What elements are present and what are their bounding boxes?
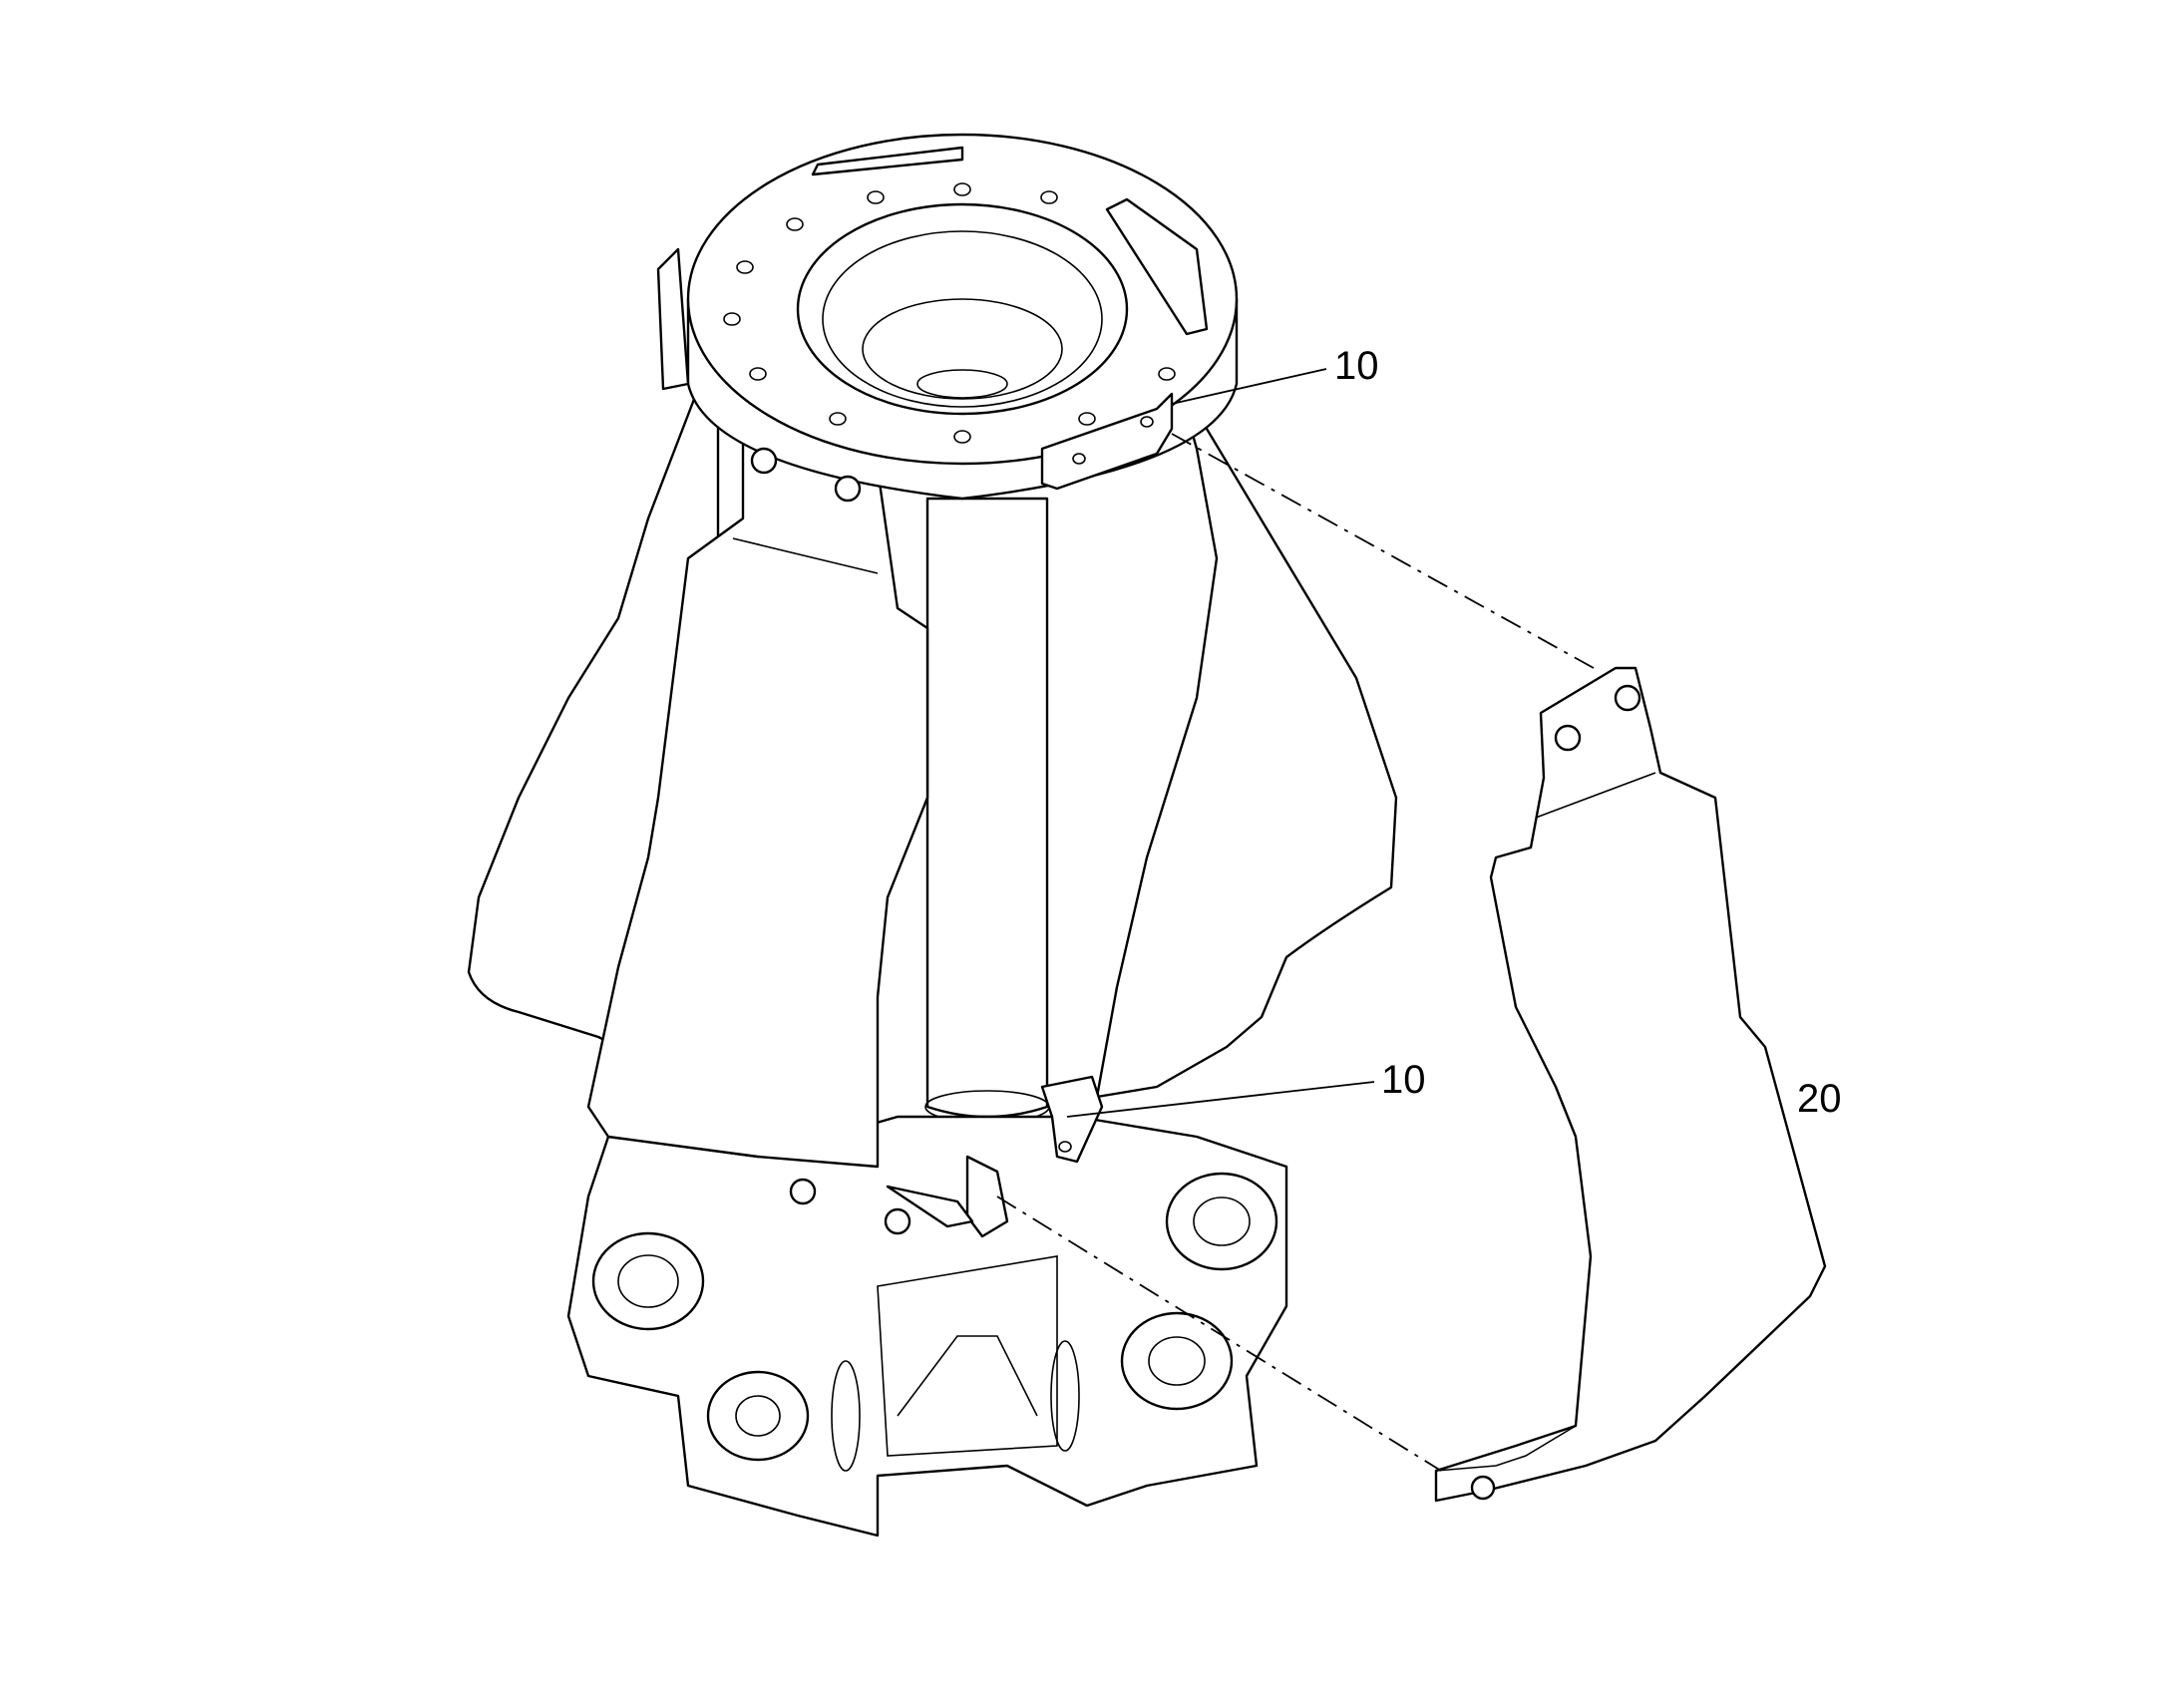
upper-bracket-body xyxy=(1040,392,1174,491)
lower-bracket-body xyxy=(1040,1075,1104,1164)
callout-10-upper: 10 xyxy=(1334,344,1379,388)
hub-lugs xyxy=(591,1172,1278,1472)
mast-tube xyxy=(925,497,1049,1119)
upper-bracket xyxy=(1040,392,1174,491)
callout-leaders xyxy=(1066,368,1375,1118)
installation-lines xyxy=(996,433,1595,1472)
installation-line-upper xyxy=(1171,433,1595,669)
hub-center-recess xyxy=(877,1255,1058,1457)
lower-bracket-clip xyxy=(965,1155,1009,1238)
panel-bolt-top-left xyxy=(1554,724,1582,752)
upper-bracket-hole-2 xyxy=(1140,416,1154,428)
front-fairing-crease xyxy=(732,537,879,574)
flange-bore-deep xyxy=(916,369,1008,399)
hub-side-boss-left xyxy=(831,1360,861,1472)
flange-bore-outer xyxy=(796,202,1129,416)
front-fairing xyxy=(586,437,929,1169)
lug-front-left-bore xyxy=(735,1395,781,1437)
lug-front-left-eye xyxy=(706,1370,810,1462)
lug-right-bore xyxy=(1193,1196,1251,1246)
callout-20: 20 xyxy=(1797,1077,1842,1121)
lower-bracket-hole xyxy=(1058,1141,1072,1153)
installation-line-lower xyxy=(996,1196,1442,1472)
lug-right-eye xyxy=(1165,1172,1278,1271)
lower-bracket xyxy=(886,1075,1104,1238)
main-assembly xyxy=(467,133,1398,1537)
flange-left-tab xyxy=(656,247,690,391)
bolt-head xyxy=(789,1178,817,1205)
panel-bolt-top-right xyxy=(1614,684,1641,712)
leader-10-upper xyxy=(1171,368,1327,405)
flange-bore-mid xyxy=(822,230,1103,408)
flange-top-tab xyxy=(811,146,964,176)
bolt-head xyxy=(834,475,862,503)
exploded-fairing-panel xyxy=(1434,666,1827,1503)
leader-10-lower xyxy=(1066,1081,1375,1118)
lower-bracket-tab xyxy=(886,1185,974,1228)
hub-center-web xyxy=(897,1335,1038,1417)
flange-bore-inner xyxy=(862,298,1063,400)
right-fairing xyxy=(1095,377,1398,1099)
lug-front-bore xyxy=(1148,1336,1206,1386)
panel-bolt-bottom xyxy=(1470,1475,1496,1501)
upper-bracket-hole-1 xyxy=(1072,453,1086,465)
bolt-head xyxy=(750,447,778,475)
panel-outline xyxy=(1434,666,1827,1503)
hub-side-boss-right xyxy=(1050,1340,1080,1452)
panel-bottom-flange xyxy=(1435,1425,1577,1472)
panel-crease xyxy=(1535,772,1656,819)
front-fairing-bolts xyxy=(750,447,911,1235)
lug-left-bore xyxy=(617,1254,679,1308)
callout-10-lower: 10 xyxy=(1381,1058,1426,1102)
lug-front-eye xyxy=(1120,1311,1234,1411)
bolt-head xyxy=(884,1207,911,1235)
lug-left-eye xyxy=(591,1231,705,1331)
flange-right-tab xyxy=(1105,197,1209,336)
